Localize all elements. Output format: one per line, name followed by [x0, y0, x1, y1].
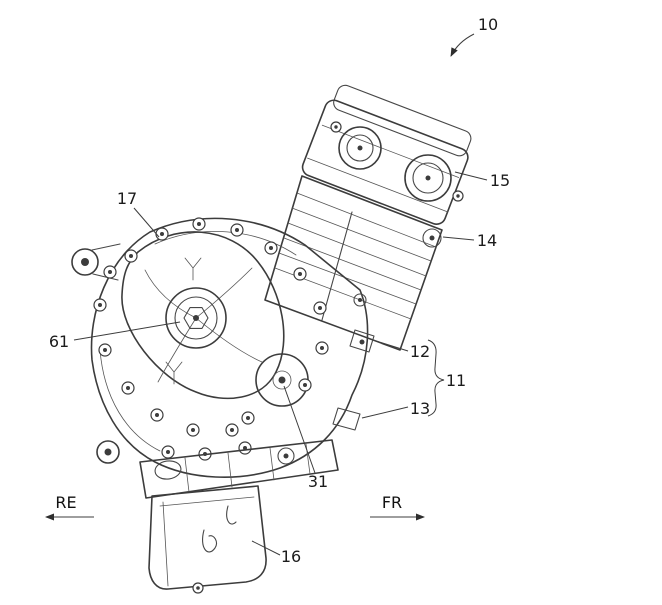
mount-ear-upper: [71, 248, 99, 276]
ref-label-17: 17: [117, 189, 137, 208]
ref-label-16: 16: [281, 547, 301, 566]
shaft-circle-31: [255, 353, 309, 407]
tab-12: [349, 329, 375, 353]
brace-11: [427, 339, 445, 417]
tab-13: [332, 407, 361, 431]
leader-12: [375, 340, 409, 352]
leader-17: [133, 207, 160, 238]
leader-14: [442, 236, 475, 241]
leader-10: [450, 33, 475, 57]
leader-61: [73, 321, 181, 341]
chain-cover: [121, 231, 285, 400]
ref-label-13: 13: [410, 399, 430, 418]
leader-31: [283, 385, 316, 474]
cover-bolts: [93, 217, 329, 461]
ref-label-61: 61: [49, 332, 69, 351]
cylinder-block: [264, 175, 443, 351]
re-label: RE: [55, 493, 76, 512]
leader-lines: [73, 33, 488, 556]
oil-pan: [148, 485, 267, 594]
crank-hub: [165, 287, 227, 349]
ref-label-14: 14: [477, 231, 497, 250]
reference-labels: 10 15 14 17 61 12 11 13 31 16: [49, 15, 510, 566]
leader-15: [454, 171, 488, 181]
fr-label: FR: [382, 493, 402, 512]
lower-crankcase: [139, 439, 339, 499]
direction-indicators: RE FR: [45, 493, 425, 521]
cylinder-head: [301, 84, 472, 248]
ref-label-10: 10: [478, 15, 498, 34]
head-boss-14: [422, 228, 442, 248]
crankcase: [71, 217, 375, 478]
ref-label-31: 31: [308, 472, 328, 491]
ref-label-15: 15: [490, 171, 510, 190]
leader-13: [361, 406, 409, 419]
ref-label-11: 11: [446, 371, 466, 390]
mount-ear-lower: [96, 440, 120, 464]
leader-16: [251, 540, 281, 556]
ref-label-12: 12: [410, 342, 430, 361]
